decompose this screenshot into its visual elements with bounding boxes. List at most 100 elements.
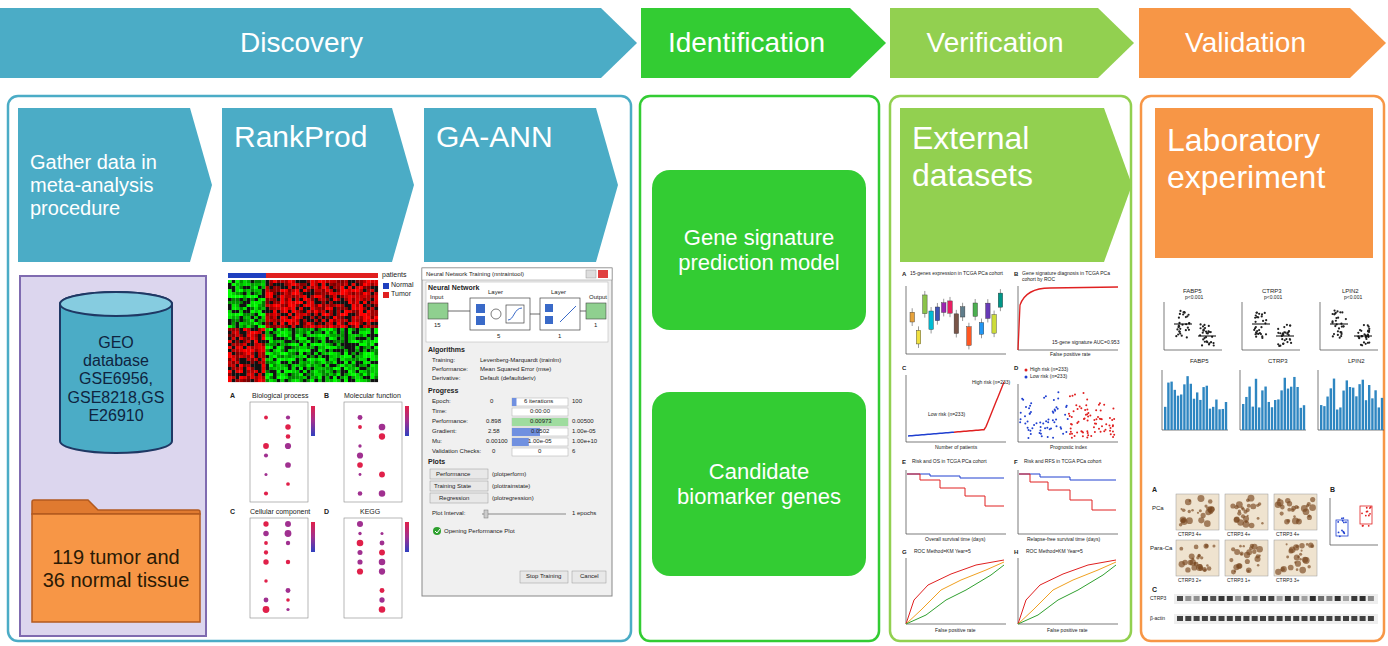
heatmap-cell [303,283,307,286]
bar [1222,409,1224,430]
heatmap-cell [303,364,307,367]
bar [1177,396,1179,430]
heatmap-cell [374,331,378,334]
heatmap-cell [314,313,318,316]
heatmap-cell [247,340,251,343]
heatmap-cell [292,289,296,292]
heatmap-cell [374,310,378,313]
heatmap-cell [277,361,281,364]
scatter-dot [1208,343,1210,345]
heatmap-cell [228,349,232,352]
ihc-stain [1206,564,1209,567]
scatter-dot [1289,338,1291,340]
heatmap-cell [356,364,360,367]
heatmap-cell [333,289,337,292]
heatmap-cell [292,301,296,304]
scatter-dot [1338,327,1340,329]
heatmap-cell [318,298,322,301]
heatmap-cell [322,289,326,292]
heatmap-cell [314,373,318,376]
scatter-dot [1071,437,1073,439]
heatmap-cell [236,310,240,313]
heatmap-cell [356,325,360,328]
heatmap-cell [344,376,348,379]
heatmap-cell [284,322,288,325]
heatmap-cell [303,376,307,379]
heatmap-cell [322,283,326,286]
heatmap-cell [284,328,288,331]
heatmap-cell [277,364,281,367]
heatmap-cell [333,370,337,373]
heatmap-cell [262,370,266,373]
heatmap-cell [228,292,232,295]
scatter-dot [1024,415,1026,417]
heatmap-cell [243,283,247,286]
heatmap-cell [232,334,236,337]
heatmap-cell [363,343,367,346]
heatmap-cell [352,367,356,370]
chart-axis [1320,302,1378,350]
scatter-dot [1031,427,1033,429]
bar [1339,407,1341,430]
heatmap-cell [314,322,318,325]
heatmap-cell [374,319,378,322]
heatmap-cell [262,343,266,346]
heatmap-cell [251,292,255,295]
heatmap-cell [262,352,266,355]
heatmap-cell [266,292,270,295]
heatmap-cell [374,373,378,376]
heatmap-cell [314,307,318,310]
heatmap-cell [299,376,303,379]
heatmap-cell [236,352,240,355]
heatmap-cell [288,301,292,304]
heatmap-cell [269,322,273,325]
heatmap-cell [348,364,352,367]
heatmap-cell [273,376,277,379]
heatmap-cell [277,307,281,310]
heatmap-cell [281,310,285,313]
heatmap-cell [251,343,255,346]
heatmap-cell [333,292,337,295]
heatmap-cell [247,364,251,367]
heatmap-cell [367,316,371,319]
heatmap-cell [269,313,273,316]
heatmap-cell [371,322,375,325]
bar [1346,380,1348,430]
scatter-dot [1179,310,1181,312]
heatmap-cell [371,280,375,283]
bar [1196,392,1198,430]
heatmap-cell [273,316,277,319]
scatter-dot [1094,431,1096,433]
scatter-dot [1337,334,1339,336]
heatmap-cell [273,286,277,289]
ihc-stain [1287,508,1291,512]
heatmap-cell [311,349,315,352]
heatmap-cell [307,319,311,322]
heatmap-cell [228,331,232,334]
heatmap-cell [337,352,341,355]
heatmap-cell [228,301,232,304]
heatmap-cell [374,283,378,286]
heatmap-cell [284,286,288,289]
heatmap-cell [251,355,255,358]
heatmap-cell [236,361,240,364]
bar [1190,384,1192,430]
heatmap-cell [273,343,277,346]
heatmap-cell [348,310,352,313]
plot-button [430,493,488,503]
heatmap-cell [356,373,360,376]
scatter-dot [1090,435,1092,437]
heatmap-cell [251,337,255,340]
heatmap-cell [236,322,240,325]
scatter-dot [1112,425,1114,427]
heatmap-cell [337,304,341,307]
heatmap-cell [352,286,356,289]
heatmap-cell [307,286,311,289]
heatmap-cell [326,355,330,358]
heatmap-cell [356,340,360,343]
heatmap-cell [254,349,258,352]
scatter-dot [1103,430,1105,432]
heatmap-cell [359,289,363,292]
km-curve [907,474,1004,478]
heatmap-cell [284,283,288,286]
